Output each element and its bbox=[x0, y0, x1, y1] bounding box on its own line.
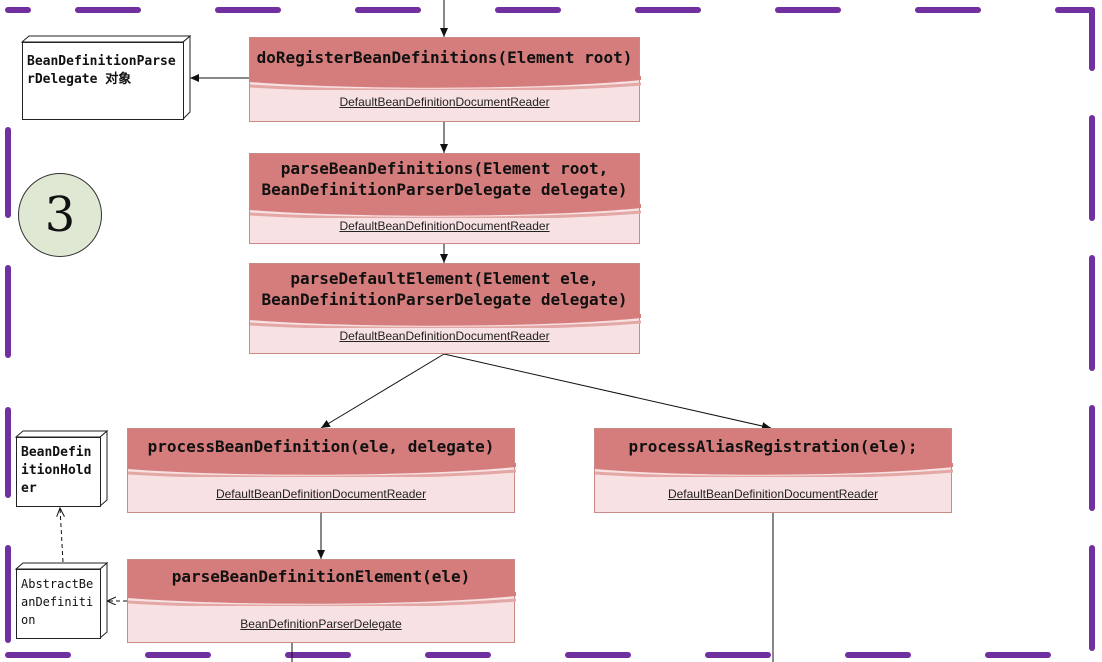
node-title: parseBeanDefinitions(Element root, BeanD… bbox=[250, 154, 639, 204]
node-class-name: DefaultBeanDefinitionDocumentReader bbox=[339, 95, 550, 109]
bean-definition-holder-label: BeanDefinitionHolder bbox=[21, 445, 92, 496]
node-process-alias-registration: processAliasRegistration(ele); DefaultBe… bbox=[594, 428, 953, 513]
node-class-name: BeanDefinitionParserDelegate bbox=[240, 617, 402, 631]
node-title: parseBeanDefinitionElement(ele) bbox=[128, 560, 514, 592]
node-do-register-bean-definitions: doRegisterBeanDefinitions(Element root) … bbox=[249, 37, 641, 122]
delegate-object-label: BeanDefinitionParserDelegate 对象 bbox=[27, 54, 176, 87]
node-title: processBeanDefinition(ele, delegate) bbox=[128, 429, 514, 463]
node-class-name: DefaultBeanDefinitionDocumentReader bbox=[339, 329, 550, 343]
node-class-name: DefaultBeanDefinitionDocumentReader bbox=[215, 487, 427, 501]
node-parse-bean-definitions: parseBeanDefinitions(Element root, BeanD… bbox=[249, 153, 641, 244]
arrow-to-process-alias-registration bbox=[443, 353, 772, 430]
abstract-bean-definition-label: AbstractBeanDefinition bbox=[21, 577, 94, 627]
node-title: doRegisterBeanDefinitions(Element root) bbox=[250, 38, 639, 76]
dashed-arrow-to-bean-definition-holder bbox=[60, 508, 63, 563]
node-class-name: DefaultBeanDefinitionDocumentReader bbox=[667, 487, 879, 501]
bean-definition-holder-box: BeanDefinitionHolder bbox=[16, 437, 101, 507]
step-number-label: 3 bbox=[44, 187, 76, 243]
node-title: processAliasRegistration(ele); bbox=[595, 429, 951, 463]
node-parse-bean-definition-element: parseBeanDefinitionElement(ele) BeanDefi… bbox=[127, 559, 516, 643]
node-class-name: DefaultBeanDefinitionDocumentReader bbox=[339, 219, 550, 233]
node-process-bean-definition: processBeanDefinition(ele, delegate) Def… bbox=[127, 428, 516, 513]
node-parse-default-element: parseDefaultElement(Element ele, BeanDef… bbox=[249, 263, 641, 354]
abstract-bean-definition-box: AbstractBeanDefinition bbox=[16, 569, 101, 639]
step-number-circle: 3 bbox=[18, 173, 102, 257]
node-title: parseDefaultElement(Element ele, BeanDef… bbox=[250, 264, 639, 314]
delegate-object-box: BeanDefinitionParserDelegate 对象 bbox=[22, 42, 184, 120]
arrow-to-process-bean-definition bbox=[320, 353, 445, 429]
